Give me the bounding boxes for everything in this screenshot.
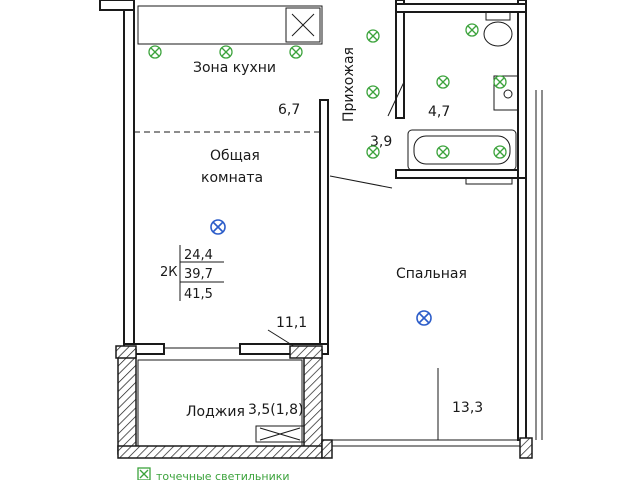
left-wall-top (99, 0, 135, 11)
ceiling-light-icon (416, 310, 432, 326)
spot-light-icon (289, 45, 303, 59)
legend-text: точечные светильники (156, 470, 290, 480)
bathroom-area: 4,7 (428, 104, 450, 120)
hallway-name: Прихожая (341, 47, 357, 122)
kitchen-name: Зона кухни (193, 60, 276, 76)
bedroom-name: Спальная (396, 266, 467, 282)
spot-light-icon (436, 75, 450, 89)
bathroom-wall-bottom (395, 169, 523, 179)
stove (285, 7, 321, 43)
area-table-total-loggia: 41,5 (184, 287, 213, 302)
hall-door-line (329, 175, 393, 189)
spot-light-icon (493, 145, 507, 159)
bathroom-wall-top (395, 3, 527, 13)
bedroom-area: 13,3 (452, 400, 483, 416)
towel-rail (465, 177, 513, 185)
area-table: 2К 24,4 39,7 41,5 (160, 245, 224, 302)
loggia-radiator (255, 425, 305, 443)
left-wall (123, 0, 135, 345)
living-name-2: комната (201, 170, 263, 186)
loggia-parapet (137, 359, 303, 447)
stove-cross-2 (291, 13, 315, 37)
sink-drain (503, 89, 513, 99)
living-bottom-wall-right (239, 343, 329, 355)
spot-light-icon (436, 145, 450, 159)
toilet-icon (483, 21, 513, 47)
area-table-type: 2К (160, 265, 178, 280)
bedroom-hatch-left (321, 439, 333, 459)
loggia-wall-left (117, 349, 137, 455)
spot-light-icon (366, 145, 380, 159)
partition-wall (319, 99, 329, 349)
bathtub-icon (407, 129, 517, 171)
loggia-area: 3,5(1,8) (248, 402, 303, 418)
loggia-wall-right (303, 349, 323, 455)
living-hatch-corner-right (289, 345, 323, 359)
bathroom-door-swing (387, 81, 405, 117)
bathroom-wall-right (517, 0, 527, 179)
living-hatch-corner-left (115, 345, 137, 359)
bathroom-wall-left (395, 0, 405, 119)
legend-spot-light-icon (137, 467, 151, 480)
hallway-area: 3,9 (370, 134, 392, 150)
area-table-total: 39,7 (184, 267, 213, 282)
spot-light-icon (219, 45, 233, 59)
bedroom-hatch-right (519, 437, 533, 459)
toilet-tank (485, 11, 511, 21)
legend: точечные светильники (137, 467, 290, 480)
spot-light-icon (366, 29, 380, 43)
living-area: 11,1 (276, 315, 307, 331)
bathtub-inner (413, 135, 511, 165)
living-name-1: Общая (210, 148, 260, 164)
area-table-living: 24,4 (184, 248, 213, 263)
kitchen-area: 6,7 (278, 102, 300, 118)
loggia-radiator-x2 (259, 427, 301, 441)
loggia-name: Лоджия (186, 404, 245, 420)
spot-lights (148, 23, 507, 159)
loggia-wall-bottom (117, 445, 323, 459)
sink-icon (493, 75, 519, 111)
spot-light-icon (465, 23, 479, 37)
spot-light-icon (148, 45, 162, 59)
kitchen-counter (137, 5, 323, 45)
ceiling-light-icon (210, 219, 226, 235)
spot-light-icon (366, 85, 380, 99)
right-wall (517, 177, 527, 441)
spot-light-icon (493, 75, 507, 89)
